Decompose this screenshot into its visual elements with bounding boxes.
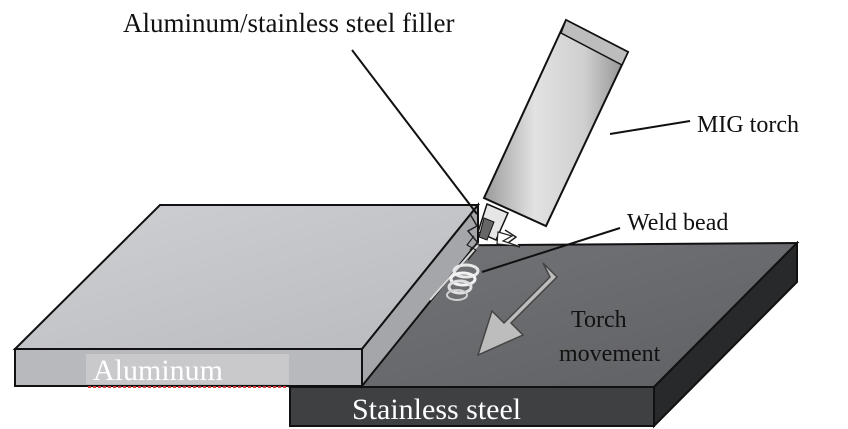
aluminum-label-box [86,354,289,384]
mig-torch [477,18,630,241]
torch-end-cap [560,18,629,67]
stainless-steel-label: Stainless steel [352,393,521,426]
weld-bead [446,263,480,301]
filler-label: Aluminum/stainless steel filler [123,8,454,38]
aluminum-plate [12,202,481,389]
mig-torch-label: MIG torch [697,112,799,138]
torch-movement-label-line1: Torch [571,307,627,333]
arc-spark-icon [466,213,521,261]
torch-leader-line [609,120,691,135]
weld-bead-leader-line [481,227,621,273]
contact-tip [478,217,495,241]
torch-movement-label-line2: movement [559,341,661,367]
filler-wire-line [351,49,478,215]
weld-bead-label: Weld bead [627,210,728,236]
steel-plate-side [653,240,798,429]
torch-movement-arrow-icon [476,262,559,357]
aluminum-label: Aluminum [93,354,223,387]
